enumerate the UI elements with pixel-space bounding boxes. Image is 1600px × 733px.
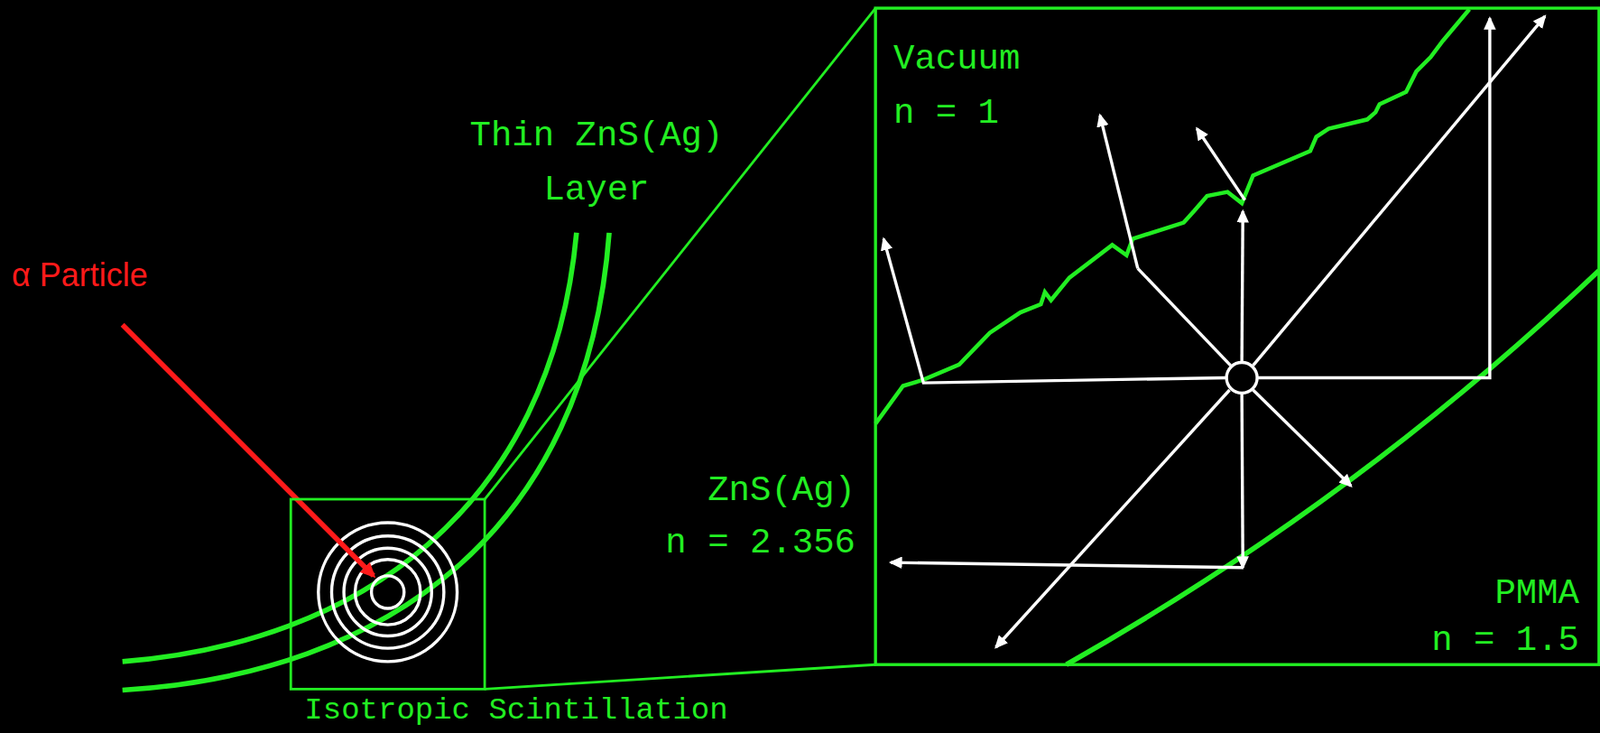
zoom-line	[484, 664, 876, 689]
particle-label: α Particle	[11, 255, 148, 295]
layer-label: Thin ZnS(Ag) Layer	[459, 109, 734, 218]
region-name: PMMA	[1494, 566, 1580, 621]
alpha-arrow	[122, 324, 374, 576]
caption-label: Isotropic Scintillation	[304, 694, 728, 726]
emission-point	[1226, 361, 1258, 393]
region-name: ZnS(Ag)	[707, 463, 856, 518]
pmma-interface	[1066, 270, 1600, 666]
zoom-line	[484, 8, 876, 500]
rough-interface	[875, 9, 1470, 424]
refractive-index: n = 2.356	[665, 516, 856, 571]
zoom-box	[290, 499, 485, 689]
refractive-index: n = 1	[893, 86, 999, 141]
layer-curve	[122, 232, 577, 662]
zoom-frame	[875, 8, 1600, 665]
region-name: Vacuum	[893, 32, 1020, 87]
refractive-index: n = 1.5	[1431, 613, 1580, 668]
light-rays	[883, 16, 1545, 648]
layer-curve	[122, 232, 610, 691]
